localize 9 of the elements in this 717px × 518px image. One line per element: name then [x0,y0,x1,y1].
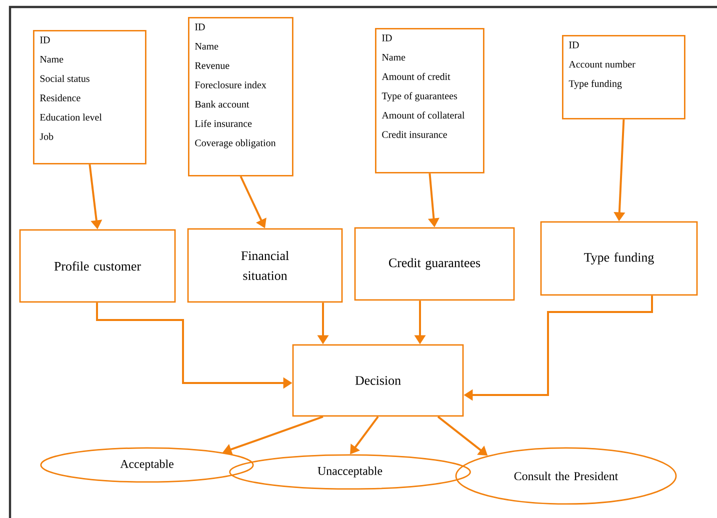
process-box: Type funding [540,221,698,296]
attribute-box: ID Account number Type funding [562,34,686,120]
attribute-box: ID Name Social status Residence Education level Job [33,30,146,164]
attribute-box: ID Name Revenue Foreclosure index Bank account Life insurance Coverage obligation [188,16,294,176]
process-box: Decision [292,344,464,417]
process-box: Financial situation [187,228,343,303]
process-box: Profile customer [19,229,176,303]
attribute-box: ID Name Amount of credit Type of guarantees Amount of collateral Credit insurance [375,28,484,174]
process-box: Credit guarantees [354,227,515,301]
